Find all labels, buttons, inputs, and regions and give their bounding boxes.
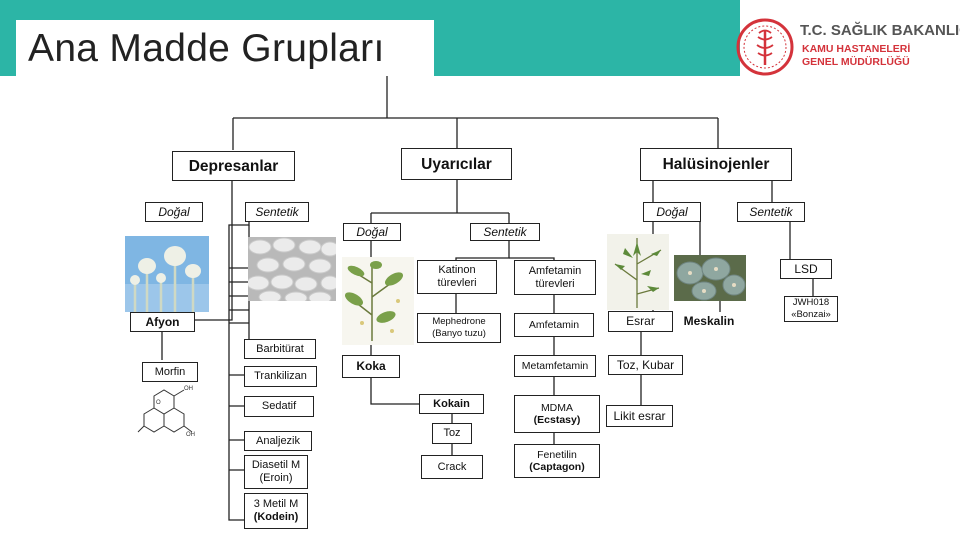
toz-kubar-box: Toz, Kubar	[608, 355, 683, 375]
depresanlar-box: Depresanlar	[172, 151, 295, 181]
svg-text:OH: OH	[184, 386, 193, 392]
cannabis-plant-icon	[607, 234, 669, 310]
halusinojenler-dogal: Doğal	[643, 202, 701, 222]
halusinojenler-box: Halüsinojenler	[640, 148, 792, 181]
afyon-box: Afyon	[130, 312, 195, 332]
metamfetamin-box: Metamfetamin	[514, 355, 596, 377]
sedatif-box: Sedatif	[244, 396, 314, 417]
svg-text:OH: OH	[186, 432, 195, 438]
coca-plant-icon	[342, 257, 414, 345]
morfin-box: Morfin	[142, 362, 198, 382]
peyote-cactus-icon	[674, 255, 746, 301]
diasetil-box: Diasetil M(Eroin)	[244, 455, 308, 489]
depresanlar-dogal: Doğal	[145, 202, 203, 222]
jwh-box: JWH018«Bonzai»	[784, 296, 838, 322]
pills-photo-icon	[248, 237, 336, 301]
analjezik-box: Analjezik	[244, 431, 312, 451]
mephedrone-box: Mephedrone(Banyo tuzu)	[417, 313, 501, 343]
uyaricilar-sentetik: Sentetik	[470, 223, 540, 241]
meskalin-label: Meskalin	[676, 311, 742, 331]
koka-box: Koka	[342, 355, 400, 378]
likit-esrar-box: Likit esrar	[606, 405, 673, 427]
depresanlar-sentetik: Sentetik	[245, 202, 309, 222]
metil-box: 3 Metil M(Kodein)	[244, 493, 308, 529]
svg-text:O: O	[156, 400, 161, 406]
uyaricilar-dogal: Doğal	[343, 223, 401, 241]
mdma-box: MDMA(Ecstasy)	[514, 395, 600, 433]
poppy-photo-icon	[125, 236, 209, 312]
esrar-box: Esrar	[608, 311, 673, 332]
lsd-box: LSD	[780, 259, 832, 279]
kokain-box: Kokain	[419, 394, 484, 414]
fenetilin-box: Fenetilin(Captagon)	[514, 444, 600, 478]
barbiturat-box: Barbitürat	[244, 339, 316, 359]
toz-box: Toz	[432, 423, 472, 444]
uyaricilar-box: Uyarıcılar	[401, 148, 512, 180]
katinon-box: Katinon türevleri	[417, 260, 497, 294]
crack-box: Crack	[421, 455, 483, 479]
amfetamin-box: Amfetamin	[514, 313, 594, 337]
morphine-molecule-icon: OH OH O	[134, 384, 196, 442]
amfetamin-turevleri-box: Amfetamin türevleri	[514, 260, 596, 295]
halusinojenler-sentetik: Sentetik	[737, 202, 805, 222]
trankilizan-box: Trankilizan	[244, 366, 317, 387]
